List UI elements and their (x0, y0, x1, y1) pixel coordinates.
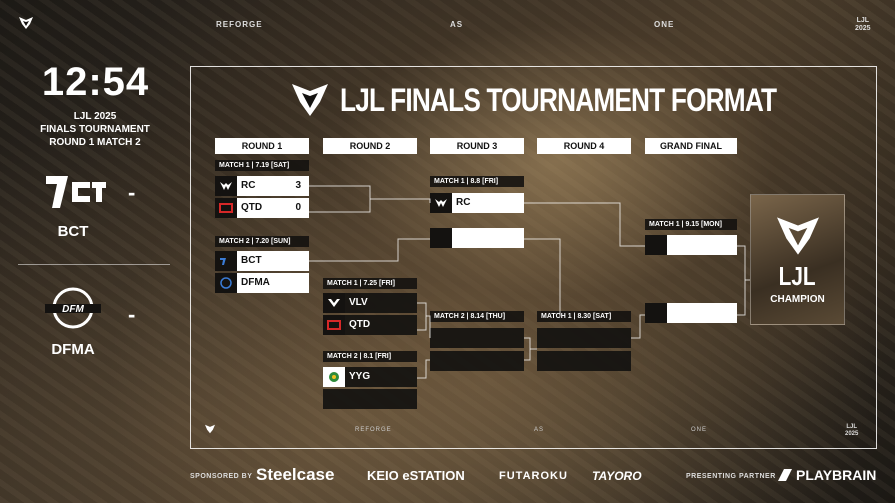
qtd-logo-icon (215, 198, 237, 218)
team2-block: DFM DFMA (18, 286, 128, 358)
sponsor-futaroku: FUTAROKU (499, 470, 568, 482)
team2-name: DFMA (51, 341, 95, 358)
team-slot-empty (323, 389, 417, 409)
match-clock: 12:54 (41, 60, 150, 104)
match-label: MATCH 2 | 8.1 [FRI] (323, 351, 417, 362)
round-label-grand-final: GRAND FINAL (645, 138, 737, 154)
ljl-logo-icon (19, 17, 33, 29)
team1-logo (46, 176, 106, 208)
presenting-partner-label: PRESENTING PARTNER (686, 473, 776, 480)
match-label: MATCH 2 | 8.14 [THU] (430, 311, 524, 322)
round-label-1: ROUND 1 (215, 138, 309, 154)
r3-match1[interactable]: MATCH 1 | 8.8 [FRI] RC (430, 176, 524, 248)
match-label: MATCH 1 | 7.19 [SAT] (215, 160, 309, 171)
team-slot-empty (430, 328, 524, 348)
footer-word-3: ONE (691, 427, 708, 433)
match-label: MATCH 1 | 9.15 [MON] (645, 219, 737, 230)
ljl-emblem-icon (292, 84, 328, 116)
champion-card: LJL CHAMPION (750, 194, 845, 325)
sponsor-playbrain: PLAYBRAIN (796, 467, 877, 483)
vlv-logo-icon (323, 293, 345, 313)
footer-word-2: AS (534, 427, 545, 433)
sponsor-keio-estation: KEIO eSTATION (367, 468, 465, 483)
team-slot-empty (645, 303, 737, 323)
scoreboard-divider (18, 264, 170, 265)
match-label: MATCH 1 | 7.25 [FRI] (323, 278, 417, 289)
team-slot-empty (430, 351, 524, 371)
rc-logo-icon (215, 176, 237, 196)
dfma-logo-icon (215, 273, 237, 293)
ljl-small-logo-icon (205, 424, 215, 434)
team-slot: YYG (323, 367, 417, 387)
r3-match2[interactable]: MATCH 2 | 8.14 [THU] (430, 311, 524, 371)
team1-block: BCT (18, 172, 128, 240)
match-label: MATCH 1 | 8.30 [SAT] (537, 311, 631, 322)
r2-match2[interactable]: MATCH 2 | 8.1 [FRI] YYG (323, 351, 417, 409)
r2-match1[interactable]: MATCH 1 | 7.25 [FRI] VLV QTD (323, 278, 417, 335)
team-slot: DFMA (215, 273, 309, 293)
yyg-logo-icon (323, 367, 345, 387)
bct-logo-icon (215, 251, 237, 271)
team2-logo: DFM (45, 287, 101, 329)
playbrain-logo-icon (778, 469, 792, 481)
champion-title: LJL (778, 260, 816, 291)
header-word-3: ONE (654, 20, 675, 29)
team-slot: BCT (215, 251, 309, 271)
team2-score: - (128, 302, 136, 327)
sponsored-by-label: SPONSORED BY (190, 473, 253, 480)
round-label-4: ROUND 4 (537, 138, 631, 154)
header-word-2: AS (450, 20, 464, 29)
team-slot-empty (537, 328, 631, 348)
svg-text:DFM: DFM (62, 304, 84, 315)
match-label: MATCH 1 | 8.8 [FRI] (430, 176, 524, 187)
header-word-1: REFORGE (216, 20, 263, 29)
r1-match2[interactable]: MATCH 2 | 7.20 [SUN] BCT DFMA (215, 236, 309, 293)
r4-match1[interactable]: MATCH 1 | 8.30 [SAT] (537, 311, 631, 371)
footer-word-1: REFORGE (355, 427, 392, 433)
sponsor-tayoro: TAYORO (592, 469, 642, 483)
round-label-3: ROUND 3 (430, 138, 524, 154)
champion-subtitle: CHAMPION (770, 293, 825, 305)
qtd-logo-icon (323, 315, 345, 335)
bracket-title: LJL FINALS TOURNAMENT FORMAT (290, 80, 872, 120)
team1-score: - (128, 180, 136, 205)
team-slot: RC (430, 193, 524, 213)
team-slot: QTD (323, 315, 417, 335)
team1-name: BCT (57, 223, 89, 240)
grand-final-match[interactable]: MATCH 1 | 9.15 [MON] (645, 219, 737, 323)
sponsor-steelcase: Steelcase (256, 465, 335, 484)
ljl-emblem-icon (776, 216, 819, 255)
team-slot-empty (430, 228, 524, 248)
rc-logo-icon (430, 193, 452, 213)
match-info: LJL 2025 FINALS TOURNAMENT ROUND 1 MATCH… (40, 111, 150, 148)
round-label-2: ROUND 2 (323, 138, 417, 154)
match-label: MATCH 2 | 7.20 [SUN] (215, 236, 309, 247)
team-slot: VLV (323, 293, 417, 313)
bracket-frame (190, 66, 877, 449)
team-slot-empty (645, 235, 737, 255)
team-slot-empty (537, 351, 631, 371)
